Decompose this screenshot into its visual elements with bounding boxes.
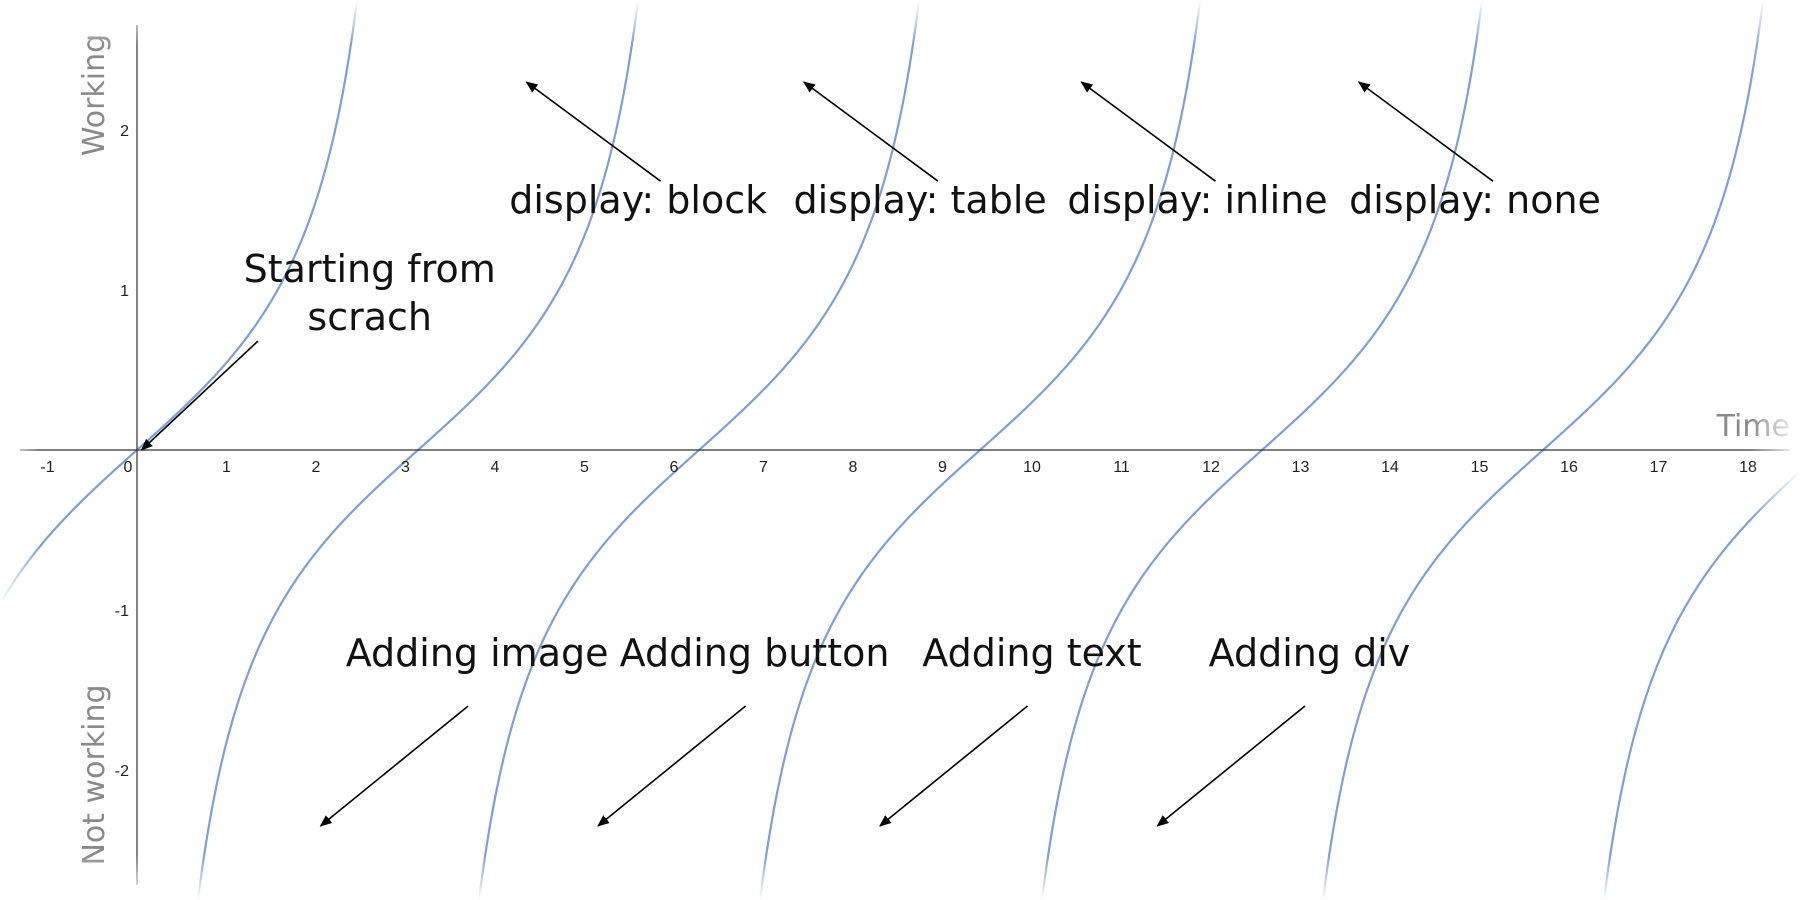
x-tick-label: 3 [401,459,410,476]
curve-branch [1603,470,1800,899]
annotation: display: none [1349,81,1601,222]
annotation-text: Adding text [922,631,1141,675]
annotation-arrow [319,705,469,827]
top-fade [0,0,1800,45]
annotation-arrow [597,705,747,827]
annotation: display: block [509,81,767,222]
x-tick-label: 2 [312,459,321,476]
x-tick-label: 17 [1650,459,1668,476]
y-tick-label: 1 [120,283,129,300]
annotation-arrow [1080,81,1216,182]
x-tick-label: 5 [580,459,589,476]
annotation-text: display: inline [1067,178,1327,222]
annotation-arrow [879,705,1029,827]
annotation: Adding div [1156,631,1411,827]
annotation-arrow [1156,705,1306,827]
annotation: Adding image [319,631,609,827]
annotation-text: display: none [1349,178,1601,222]
x-tick-label: 4 [491,459,500,476]
x-tick-label: 14 [1381,459,1399,476]
y-tick-label: -2 [115,763,129,780]
x-tick-label: 8 [849,459,858,476]
x-tick-label: 0 [124,459,133,476]
annotation-text: display: block [509,178,767,222]
x-tick-label: 11 [1113,459,1130,476]
y-tick-label: -1 [115,603,129,620]
y-tick-label: 2 [120,123,129,140]
x-tick-label: 10 [1023,459,1041,476]
x-tick-label: 9 [938,459,947,476]
x-tick-label: 13 [1292,459,1310,476]
x-axis-title: Time [1716,409,1790,444]
annotation: Adding text [879,631,1142,827]
x-tick-label: -1 [40,459,54,476]
x-tick-label: 6 [670,459,679,476]
annotation: display: table [793,81,1047,222]
annotation-arrow [525,81,662,182]
y-axis-title-not-working: Not working [77,684,112,865]
x-tick-label: 1 [222,459,231,476]
annotation-text: display: table [793,178,1046,222]
x-tick-label: 12 [1202,459,1220,476]
bottom-fade [0,855,1800,900]
annotation-text: Adding div [1209,631,1411,675]
annotation-text: Adding button [620,631,890,675]
x-tick-label: 7 [759,459,768,476]
annotation-text: Adding image [346,631,609,675]
y-axis-title-working: Working [77,34,112,156]
annotation-text: scrach [307,295,432,339]
x-tick-label: 16 [1560,459,1578,476]
y-tick-labels: -2 -1 1 2 [115,123,129,780]
annotation-arrow [140,340,259,451]
x-tick-label: 18 [1739,459,1757,476]
annotation: display: inline [1067,81,1328,222]
x-tick-label: 15 [1471,459,1489,476]
annotation: Adding button [597,631,890,827]
annotation-text: Starting from [244,247,496,291]
annotation-arrow [1357,81,1494,182]
annotation-arrow [802,81,939,182]
